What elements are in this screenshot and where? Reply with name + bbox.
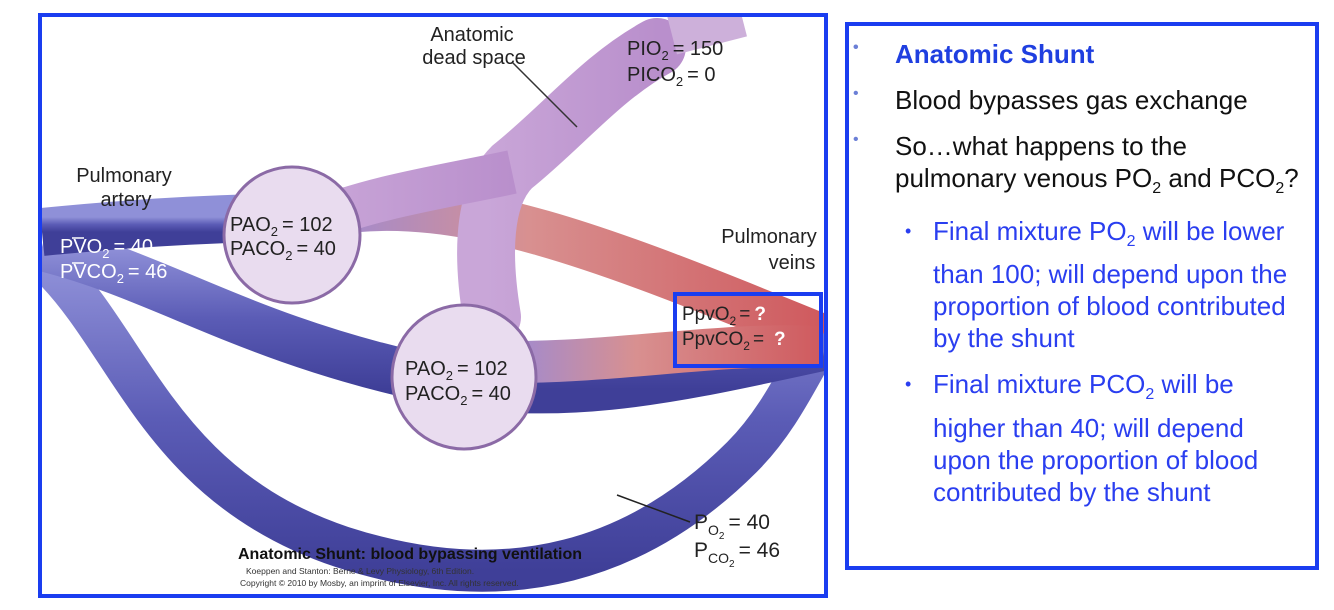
bullet-dot: • <box>853 131 859 148</box>
shunt-vessel <box>42 246 824 592</box>
shunt-values: PO2= 40 PCO2= 46 <box>694 511 780 570</box>
svg-text:PCO2= 46: PCO2= 46 <box>694 539 780 570</box>
svg-text:PpvO2=?: PpvO2=? <box>682 304 766 328</box>
pulmonary-artery-label-1: Pulmonary <box>76 165 172 187</box>
shunt-diagram: Anatomic dead space Pulmonary artery Pul… <box>42 17 824 592</box>
svg-text:PAO2= 102: PAO2= 102 <box>405 358 508 383</box>
pulmonary-veins-label-2: veins <box>769 252 816 274</box>
svg-text:PpvCO2=?: PpvCO2=? <box>682 329 786 353</box>
bullet-dot: • <box>853 85 859 102</box>
alveolus-upper <box>222 165 362 305</box>
inspired-gas-values: PIO2= 150 PICO2= 0 <box>627 38 723 89</box>
svg-text:PO2= 40: PO2= 40 <box>694 511 770 542</box>
lower-vessel-oxygenated <box>511 325 824 383</box>
diagram-panel: Anatomic dead space Pulmonary artery Pul… <box>38 13 828 598</box>
sub-bullet-list: • Final mixture PO2 will be lower than 1… <box>849 215 1305 507</box>
sub-bullet-dot: • <box>905 221 912 242</box>
svg-text:PVCO2= 46: PVCO2= 46 <box>60 261 167 286</box>
dead-space-label-2: dead space <box>422 47 525 69</box>
airway-trachea <box>457 18 686 346</box>
pulmonary-venous-box <box>673 292 823 368</box>
diagram-credit-1: Koeppen and Stanton: Berne & Levy Physio… <box>246 566 474 576</box>
alveolus-upper-values: PAO2= 102 PACO2= 40 <box>230 214 336 263</box>
diagram-credit-2: Copyright © 2010 by Mosby, an imprint of… <box>240 578 519 588</box>
bullet-anatomic-shunt: • Anatomic Shunt <box>849 38 1315 70</box>
pulmonary-venous-values: PpvO2=? PpvCO2=? <box>682 304 786 353</box>
mixed-venous-values: PVO2= 40 PVCO2= 46 <box>60 236 167 286</box>
alveolus-lower-values: PAO2= 102 PACO2= 40 <box>405 358 511 408</box>
sub-bullet-dot: • <box>905 374 912 395</box>
bullet-bypass: • Blood bypasses gas exchange <box>849 84 1315 116</box>
shunt-pointer <box>616 494 691 523</box>
pulmonary-artery-label-2: artery <box>100 189 151 211</box>
bullet-panel: • Anatomic Shunt • Blood bypasses gas ex… <box>845 22 1319 570</box>
bullet-dot: • <box>853 39 859 56</box>
alveolus-lower <box>390 303 538 451</box>
svg-text:PVO2= 40: PVO2= 40 <box>60 236 153 261</box>
sub-bullet-pco2: • Final mixture PCO2 will be higher than… <box>905 369 1259 507</box>
pulmonary-veins-label-1: Pulmonary <box>721 226 817 248</box>
svg-text:PACO2= 40: PACO2= 40 <box>230 238 336 263</box>
diagram-caption: Anatomic Shunt: blood bypassing ventilat… <box>238 546 582 563</box>
svg-text:PACO2= 40: PACO2= 40 <box>405 383 511 408</box>
bullet-question: • So…what happens to the pulmonary venou… <box>849 130 1315 508</box>
svg-text:PIO2= 150: PIO2= 150 <box>627 38 723 63</box>
svg-text:PICO2= 0: PICO2= 0 <box>627 64 716 89</box>
dead-space-label-1: Anatomic <box>430 24 513 46</box>
svg-text:PAO2= 102: PAO2= 102 <box>230 214 333 239</box>
sub-bullet-po2: • Final mixture PO2 will be lower than 1… <box>905 216 1288 354</box>
bullet-text: Anatomic Shunt <box>895 39 1095 69</box>
bullet-text: So…what happens to the pulmonary venous … <box>895 131 1299 198</box>
bullet-text: Blood bypasses gas exchange <box>895 85 1248 115</box>
dead-space-pointer <box>511 61 578 128</box>
bullet-list: • Anatomic Shunt • Blood bypasses gas ex… <box>849 38 1315 522</box>
